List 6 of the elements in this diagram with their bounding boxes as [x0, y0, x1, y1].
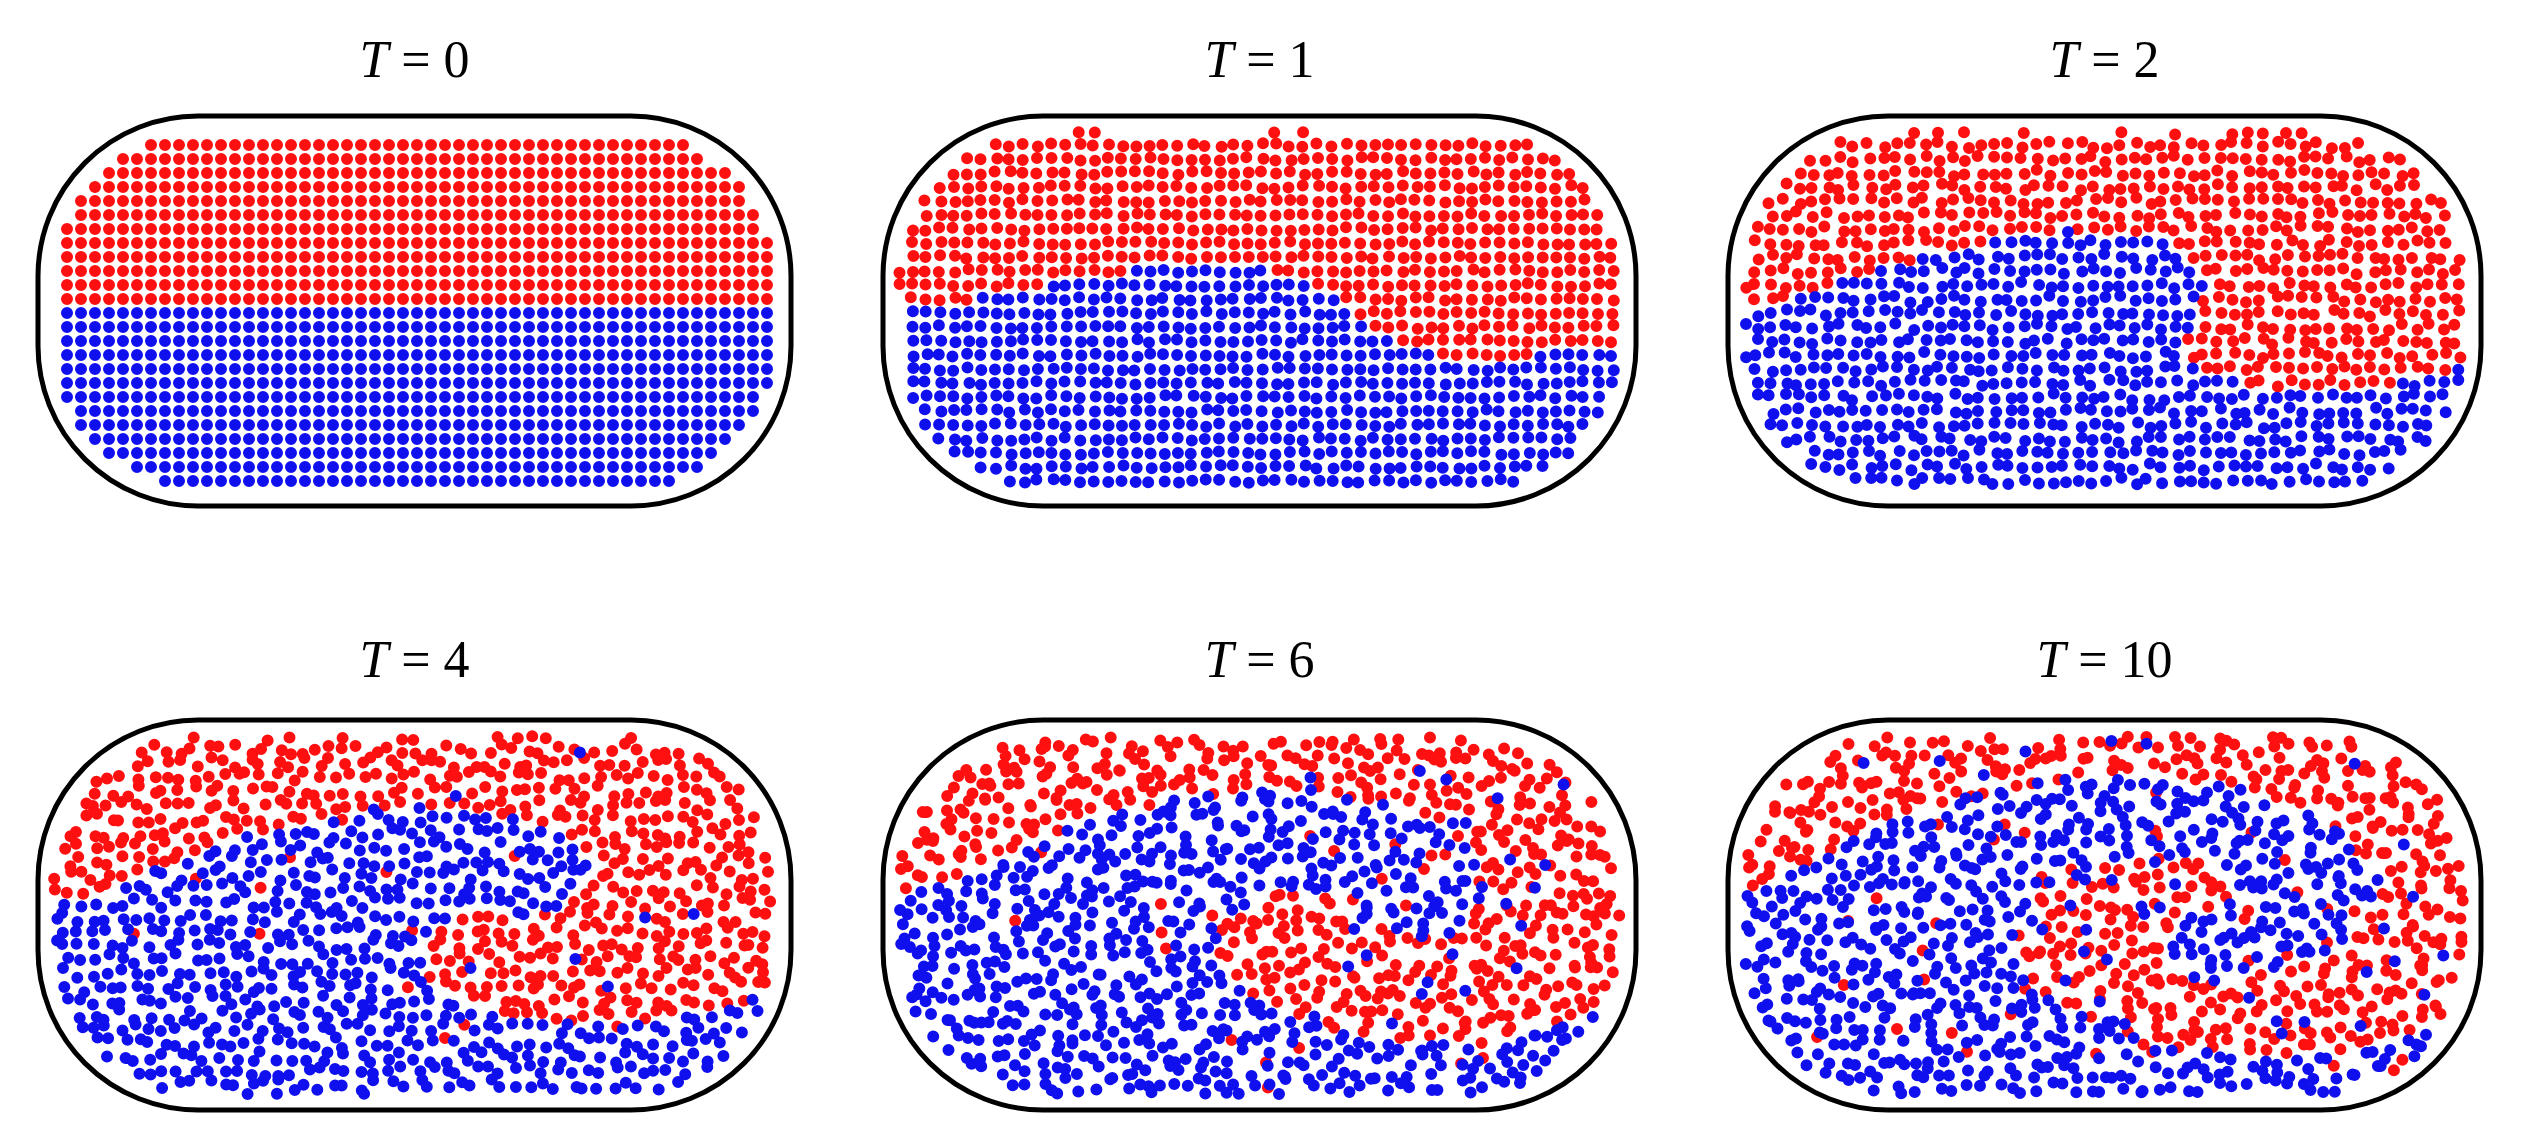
panel-title: T = 4 — [359, 630, 470, 690]
panel-title: T = 1 — [1204, 30, 1315, 90]
panel-title: T = 2 — [2049, 30, 2160, 90]
panel-title: T = 10 — [2036, 630, 2173, 690]
panel-title: T = 6 — [1204, 630, 1315, 690]
panel-title: T = 0 — [359, 30, 470, 90]
